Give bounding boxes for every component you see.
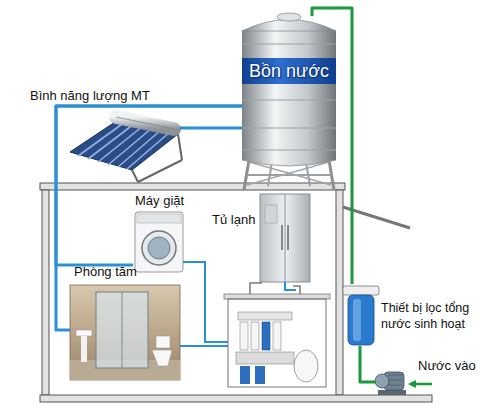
device-label: Nước vào: [418, 358, 476, 374]
ro-cartridge: [262, 322, 270, 350]
ro-cartridge: [273, 322, 281, 350]
ro-cartridge: [251, 322, 259, 350]
cabinet: [228, 299, 326, 387]
right-wall: [336, 190, 343, 395]
water-pipe: [285, 282, 296, 290]
bathroom: Phòng tắm: [70, 283, 180, 381]
tank-rib: [242, 43, 336, 44]
toilet-bowl: [152, 350, 172, 366]
tank-lid: [277, 13, 301, 21]
tank-rib: [242, 149, 336, 150]
device-label: Tủ lạnh: [212, 212, 255, 228]
device-label: Máy giặt: [135, 193, 184, 209]
water-pipe: [56, 106, 242, 265]
water-pipe: [312, 8, 352, 284]
fridge-drawing: [260, 194, 310, 282]
washing-machine-drawing: [135, 212, 183, 272]
tank-rib: [242, 99, 336, 100]
roof-slab: [40, 183, 345, 190]
washer-body: [135, 212, 183, 272]
heater-leg: [132, 170, 138, 182]
pump-fins: [388, 375, 402, 385]
water-pipe: [180, 127, 242, 130]
inlet-arrow: [410, 383, 432, 386]
heater-leg: [138, 160, 182, 182]
heater-seam: [116, 117, 174, 129]
heater-cylinder: [116, 117, 174, 129]
ro-membrane: [240, 366, 250, 384]
washer-glass: [148, 237, 170, 259]
water-tank-drawing: [242, 13, 336, 190]
washing-machine: Máy giặt: [133, 210, 185, 274]
ro-purifier-drawing: [224, 283, 330, 387]
filter-housing: [348, 295, 374, 345]
pump-base: [378, 390, 406, 395]
filter-cap: [343, 286, 379, 295]
shower-frame: [122, 292, 123, 368]
pump-drawing: [375, 372, 406, 395]
bathroom-wall: [70, 285, 180, 380]
left-wall: [42, 190, 49, 395]
fridge-handle: [287, 225, 289, 250]
bathroom-drawing: [70, 285, 180, 380]
water-pump: Nước vào: [376, 368, 408, 396]
fridge: Tủ lạnh: [258, 193, 312, 283]
main-filter: Thiết bị lọc tổng nước sinh hoạt: [343, 284, 379, 346]
heater-leg: [178, 134, 182, 160]
faucet: [250, 283, 262, 294]
ro-cartridge: [240, 322, 248, 350]
tank-bottom: [242, 160, 336, 166]
ro-bracket: [238, 312, 292, 320]
floor-slab: [40, 395, 432, 402]
counter-top: [224, 294, 330, 299]
filter-drawing: [343, 286, 379, 345]
washer-door: [142, 231, 176, 265]
pump-head: [375, 374, 389, 388]
tank-body: [242, 30, 336, 160]
water-pipe: [56, 106, 242, 330]
water-tank: Bồn nước: [242, 16, 336, 166]
fridge-dispenser: [265, 205, 277, 223]
house-frame: [40, 183, 432, 402]
solar-heater-drawing: [70, 117, 182, 182]
tank-rib: [242, 127, 336, 128]
tank-brace: [247, 174, 331, 176]
toilet-tank: [156, 336, 170, 348]
washer-panel: [137, 214, 181, 223]
device-label: Bình năng lượng MT: [30, 88, 150, 104]
sink: [76, 330, 92, 336]
water-pipe: [360, 346, 376, 382]
sink-stand: [81, 336, 87, 362]
tank-band: [242, 58, 336, 84]
device-label: Thiết bị lọc tổng nước sinh hoạt: [381, 300, 499, 332]
water-pipe: [180, 345, 228, 347]
ro-base: [236, 352, 294, 364]
pressure-tank: [294, 350, 318, 382]
solar-heater: Bình năng lượng MT: [68, 110, 180, 175]
water-pipe: [183, 262, 228, 342]
fridge-split: [285, 194, 286, 282]
fridge-body: [260, 194, 310, 282]
tank-label: Bồn nước: [242, 58, 336, 84]
ro-membrane: [255, 366, 265, 384]
fridge-handle: [281, 225, 283, 250]
shower-glass: [96, 292, 148, 368]
filter-shine: [353, 299, 361, 341]
